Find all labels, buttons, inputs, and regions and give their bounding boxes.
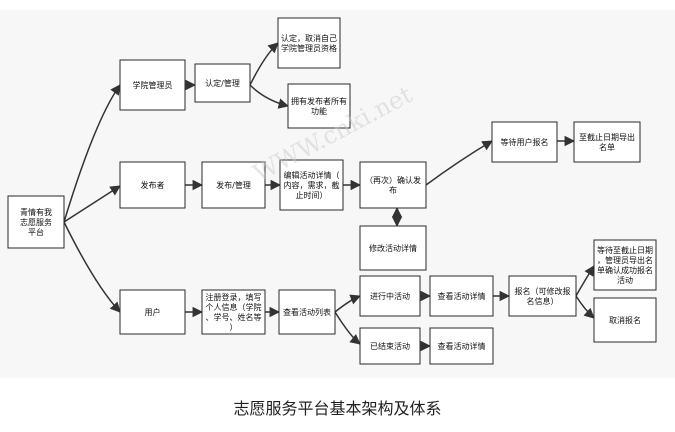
edge-signup-cancel — [575, 295, 595, 319]
node-user: 用户 — [119, 289, 186, 335]
node-confirm-publish-label: （再次）确认发布 — [365, 175, 421, 195]
node-user-box — [119, 289, 186, 335]
node-ended: 已结束活动 — [359, 327, 421, 365]
node-ongoing: 进行中活动 — [359, 275, 421, 317]
edge-root-user — [63, 221, 121, 313]
node-ended-label: 已结束活动 — [370, 341, 410, 351]
node-auth-all: 拥有发布者所有功能 — [287, 83, 351, 129]
node-cancel-label: 取消报名 — [609, 315, 641, 325]
top-strip — [0, 0, 675, 8]
node-modify-detail-label: 修改活动详情 — [369, 243, 417, 253]
node-publish-manage-label: 发布/管理 — [216, 180, 251, 190]
node-ended-box — [359, 327, 421, 365]
node-wait-signup-box — [491, 121, 558, 163]
node-auth-all-box — [287, 83, 351, 129]
node-root: 青情有我志愿服务平台 — [7, 195, 65, 249]
node-export-list-label: 至截止日期导出名单 — [579, 132, 635, 152]
node-wait-signup-label: 等待用户报名 — [501, 137, 549, 147]
node-auth-cancel-box — [277, 17, 341, 69]
node-auth-cancel-label: 认定，取消自己学院管理员资格 — [281, 33, 337, 53]
edge-root-admin — [63, 84, 121, 223]
node-cancel: 取消报名 — [593, 297, 657, 343]
figure-caption: 志愿服务平台基本架构及体系 — [233, 399, 442, 418]
node-edit-detail-box — [279, 159, 344, 211]
node-signup-box — [508, 275, 577, 317]
edge-auth-cancel — [249, 42, 279, 86]
node-register-box — [201, 289, 266, 335]
node-view-list-box — [278, 289, 336, 335]
node-view-detail-1-box — [429, 275, 494, 317]
node-view-detail-1: 查看活动详情 — [429, 275, 494, 317]
node-ongoing-box — [359, 275, 421, 317]
node-publish-manage-box — [201, 161, 266, 209]
edge-root-publisher — [63, 185, 121, 223]
node-wait-signup: 等待用户报名 — [491, 121, 558, 163]
node-publisher-box — [119, 161, 186, 209]
node-root-box — [7, 195, 65, 249]
edge-auth-all — [249, 84, 290, 109]
node-auth-box — [194, 63, 251, 103]
node-view-list-label: 查看活动列表 — [283, 307, 331, 317]
node-view-list: 查看活动列表 — [278, 289, 336, 335]
node-export-list-box — [573, 121, 641, 163]
node-edit-detail-label: 编辑活动详情（内容，需求，截止时间） — [284, 170, 340, 200]
node-wait-confirm-label: 等待至截止日期，管理员导出名单确认成功报名活动 — [597, 245, 653, 285]
node-auth-all-label: 拥有发布者所有功能 — [291, 96, 347, 116]
edge-list-ended — [334, 311, 361, 345]
node-signup-label: 报名（可修改报名信息） — [515, 286, 571, 306]
node-user-label: 用户 — [145, 307, 161, 317]
edge-signup-confirm — [575, 265, 595, 297]
node-view-detail-3: 查看活动详情 — [429, 327, 494, 365]
node-export-list: 至截止日期导出名单 — [573, 121, 641, 163]
node-publish-manage: 发布/管理 — [201, 161, 266, 209]
node-view-detail-3-label: 查看活动详情 — [438, 341, 486, 351]
edge-list-ongoing — [334, 294, 361, 313]
node-cancel-box — [593, 297, 657, 343]
node-confirm-publish: （再次）确认发布 — [359, 161, 427, 209]
node-auth-cancel: 认定，取消自己学院管理员资格 — [277, 17, 341, 69]
node-admin-box — [119, 59, 186, 111]
node-register-label: 注册登录，填写个人信息（学院、学号、姓名等） — [206, 292, 262, 332]
edge-confirm-wait — [425, 140, 493, 186]
node-auth-label: 认定/管理 — [205, 78, 240, 88]
node-publisher: 发布者 — [119, 161, 186, 209]
node-register: 注册登录，填写个人信息（学院、学号、姓名等） — [201, 289, 266, 335]
edges — [63, 42, 595, 352]
node-admin-label: 学院管理员 — [133, 80, 173, 90]
node-auth: 认定/管理 — [194, 63, 251, 103]
node-publisher-label: 发布者 — [141, 180, 165, 190]
node-modify-detail: 修改活动详情 — [359, 225, 427, 271]
node-ongoing-label: 进行中活动 — [370, 291, 410, 301]
node-wait-confirm-box — [593, 239, 657, 291]
node-confirm-publish-box — [359, 161, 427, 209]
node-edit-detail: 编辑活动详情（内容，需求，截止时间） — [279, 159, 344, 211]
node-root-label: 青情有我志愿服务平台 — [20, 207, 52, 237]
node-signup: 报名（可修改报名信息） — [508, 275, 577, 317]
node-modify-detail-box — [359, 225, 427, 271]
node-view-detail-3-box — [429, 327, 494, 365]
node-view-detail-1-label: 查看活动详情 — [438, 291, 486, 301]
node-admin: 学院管理员 — [119, 59, 186, 111]
node-wait-confirm: 等待至截止日期，管理员导出名单确认成功报名活动 — [593, 239, 657, 291]
